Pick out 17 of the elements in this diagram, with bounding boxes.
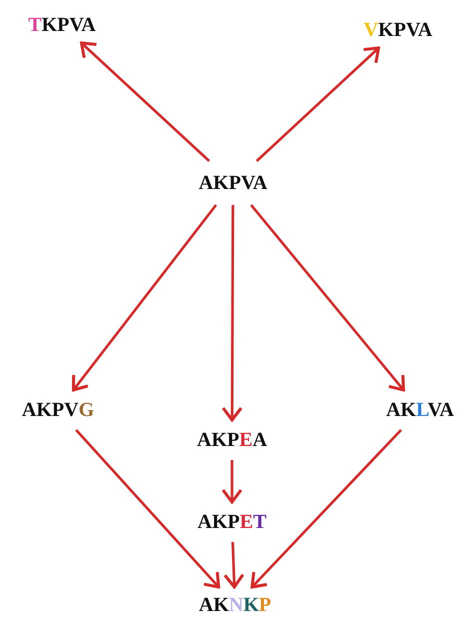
arrow: [223, 542, 244, 588]
sequence-label: VKPVA: [350, 12, 446, 48]
sequence-label: TKPVA: [14, 7, 110, 43]
sequence-label: AKPVG: [14, 390, 102, 430]
arrow: [222, 205, 243, 422]
arrow: [250, 204, 406, 392]
sequence-label: AKPVA: [188, 161, 278, 205]
sequence-label: AKNKP: [190, 587, 280, 618]
arrow: [250, 429, 402, 588]
arrow: [72, 204, 218, 392]
sequence-label: AKPEA: [186, 420, 278, 460]
arrow: [222, 460, 242, 504]
arrow: [256, 46, 380, 162]
sequence-label: AKLVA: [378, 390, 461, 430]
arrow: [80, 42, 210, 162]
sequence-label: AKPET: [188, 502, 276, 542]
arrow: [75, 429, 220, 588]
